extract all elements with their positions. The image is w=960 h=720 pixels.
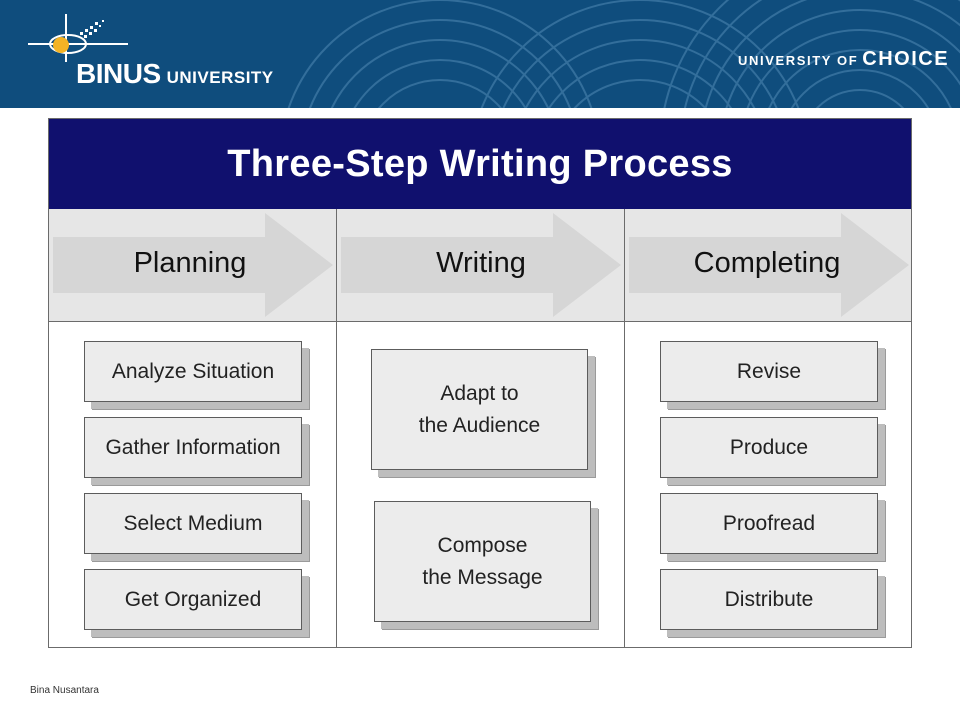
- step-produce: Produce: [660, 417, 878, 478]
- column-divider: [336, 209, 337, 647]
- step-revise: Revise: [660, 341, 878, 402]
- step-proofread: Proofread: [660, 493, 878, 554]
- step-compose-line-1: Compose: [437, 534, 528, 557]
- phase-label-writing: Writing: [436, 247, 526, 279]
- step-gather-information: Gather Information: [84, 417, 302, 478]
- column-divider: [624, 209, 625, 647]
- tagline-main: CHOICE: [862, 48, 950, 70]
- tagline-prefix: UNIVERSITY OF: [738, 53, 859, 68]
- step-adapt-to-audience: Adapt to the Audience: [371, 349, 588, 470]
- step-select-medium: Select Medium: [84, 493, 302, 554]
- step-adapt-line-1: Adapt to: [440, 382, 519, 405]
- step-get-organized: Get Organized: [84, 569, 302, 630]
- process-diagram: Three-Step Writing Process Planning Writ…: [48, 118, 912, 648]
- decorative-arcs: [287, 0, 960, 108]
- footer-text: Bina Nusantara: [30, 685, 99, 696]
- step-distribute: Distribute: [660, 569, 878, 630]
- binus-logo-icon: [28, 14, 128, 62]
- diagram-title-bar: Three-Step Writing Process: [49, 119, 911, 209]
- writing-arrow-icon: [341, 213, 621, 317]
- completing-arrow-icon: [629, 213, 909, 317]
- planning-arrow-icon: [53, 213, 333, 317]
- step-compose-message: Compose the Message: [374, 501, 591, 622]
- brand-wordmark: BINUS UNIVERSITY: [76, 58, 274, 90]
- phase-label-completing: Completing: [693, 247, 841, 279]
- phase-label-planning: Planning: [133, 247, 247, 279]
- brand-suffix: UNIVERSITY: [166, 68, 274, 87]
- brand-name: BINUS: [76, 58, 161, 89]
- step-analyze-situation: Analyze Situation: [84, 341, 302, 402]
- step-compose-line-2: the Message: [422, 565, 543, 589]
- step-adapt-line-2: the Audience: [418, 413, 541, 437]
- phase-row: Planning Writing Completing: [49, 209, 911, 322]
- diagram-title: Three-Step Writing Process: [227, 142, 733, 185]
